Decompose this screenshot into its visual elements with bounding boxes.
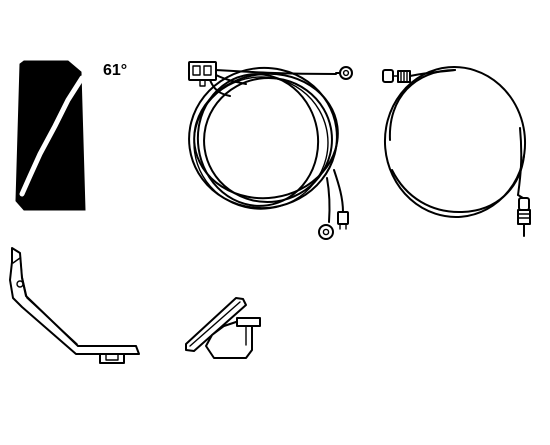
l-bracket-part: [9, 247, 140, 364]
angle-label: 61°: [103, 62, 127, 79]
coiled-cable-part: [382, 66, 531, 237]
mounting-clip-part: [185, 297, 261, 359]
wire-harness-part: [188, 61, 353, 240]
angled-shim-part: 61°: [15, 60, 127, 211]
